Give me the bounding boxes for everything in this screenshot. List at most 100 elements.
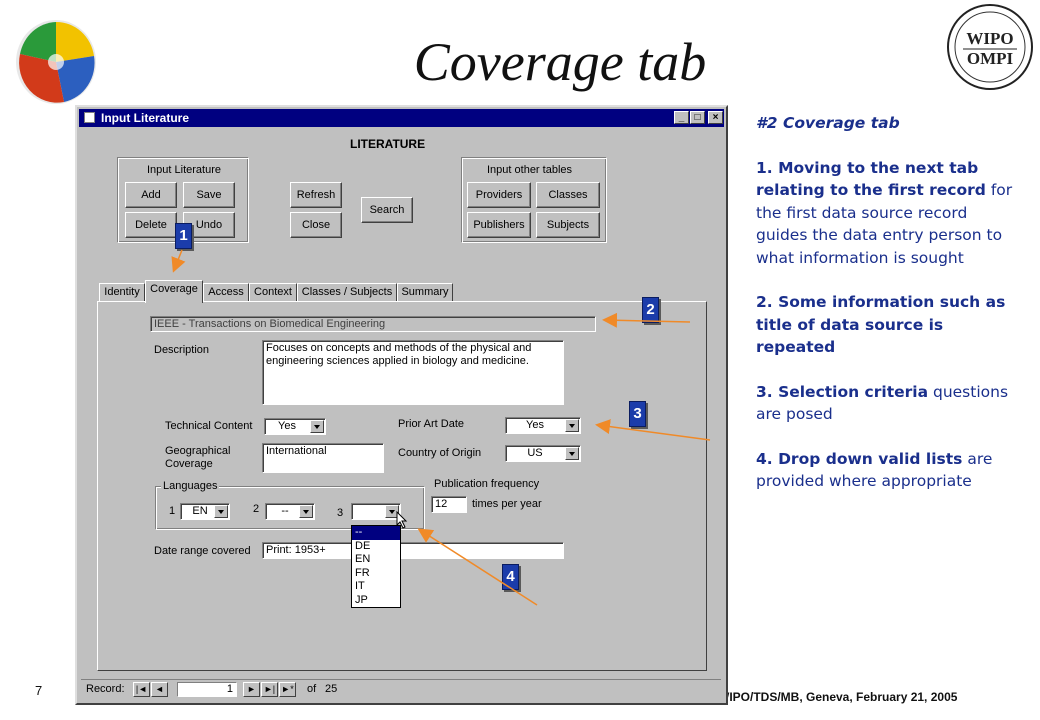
chevron-down-icon[interactable] xyxy=(565,419,579,432)
language-1-number: 1 xyxy=(169,505,176,517)
languages-label: Languages xyxy=(161,480,220,492)
geographical-label-line2: Coverage xyxy=(165,458,213,470)
geographical-label-line1: Geographical xyxy=(165,445,231,457)
geographical-coverage-field[interactable]: International xyxy=(262,443,384,473)
dropdown-option[interactable]: FR xyxy=(355,566,370,579)
input-literature-group-label: Input Literature xyxy=(145,164,223,176)
search-button[interactable]: Search xyxy=(361,197,413,223)
window-titlebar[interactable]: Input Literature _ □ × xyxy=(79,109,724,127)
notes-heading: #2 Coverage tab xyxy=(756,114,900,132)
close-button[interactable]: Close xyxy=(290,212,342,238)
current-record-field[interactable]: 1 xyxy=(177,682,237,697)
chevron-down-icon[interactable] xyxy=(565,447,579,460)
tab-classes-subjects[interactable]: Classes / Subjects xyxy=(297,283,397,302)
tab-coverage[interactable]: Coverage xyxy=(145,280,203,303)
add-button[interactable]: Add xyxy=(125,182,177,208)
note-1-text: for the first data source record guides … xyxy=(756,181,1013,267)
language-3-select[interactable] xyxy=(351,503,401,520)
tab-access[interactable]: Access xyxy=(203,283,249,302)
publication-frequency-label: Publication frequency xyxy=(434,478,540,490)
callout-3: 3 xyxy=(629,401,646,427)
technical-content-value: Yes xyxy=(278,420,296,432)
note-1-bold: 1. Moving to the next tab relating to th… xyxy=(756,158,986,200)
language-1-value: EN xyxy=(192,505,208,517)
new-record-button[interactable]: ►* xyxy=(279,682,296,697)
previous-record-button[interactable]: ◄ xyxy=(151,682,168,697)
maximize-button[interactable]: □ xyxy=(690,111,705,124)
prior-art-date-select[interactable]: Yes xyxy=(505,417,581,434)
mouse-cursor-icon xyxy=(396,511,408,529)
prior-art-date-label: Prior Art Date xyxy=(398,418,465,430)
input-other-tables-group xyxy=(461,157,607,243)
note-4-text: are provided where appropriate xyxy=(756,449,993,491)
note-4-bold: 4. Drop down valid lists xyxy=(756,449,963,468)
prior-art-date-value: Yes xyxy=(526,419,544,431)
last-record-button[interactable]: ►| xyxy=(261,682,278,697)
chevron-down-icon[interactable] xyxy=(214,505,228,518)
publication-frequency-field[interactable]: 12 xyxy=(431,496,467,513)
language-1-select[interactable]: EN xyxy=(180,503,230,520)
data-source-title-field[interactable]: IEEE - Transactions on Biomedical Engine… xyxy=(150,316,596,332)
delete-button[interactable]: Delete xyxy=(125,212,177,238)
language-2-select[interactable]: -- xyxy=(265,503,315,520)
form-title: LITERATURE xyxy=(350,137,426,151)
dropdown-option[interactable]: EN xyxy=(355,553,371,565)
technical-content-select[interactable]: Yes xyxy=(264,418,326,435)
colorful-globe-logo xyxy=(16,20,96,104)
country-of-origin-label: Country of Origin xyxy=(398,447,482,459)
publication-frequency-unit: times per year xyxy=(472,498,542,510)
technical-content-label: Technical Content xyxy=(165,420,253,432)
dropdown-option[interactable]: IT xyxy=(355,580,365,592)
language-2-value: -- xyxy=(281,505,289,517)
dropdown-option[interactable]: DE xyxy=(355,539,371,552)
chevron-down-icon[interactable] xyxy=(385,505,399,518)
languages-group xyxy=(155,486,425,530)
country-of-origin-select[interactable]: US xyxy=(505,445,581,462)
close-window-button[interactable]: × xyxy=(708,111,723,124)
save-button[interactable]: Save xyxy=(183,182,235,208)
description-field[interactable]: Focuses on concepts and methods of the p… xyxy=(262,340,564,405)
publishers-button[interactable]: Publishers xyxy=(467,212,531,238)
next-record-button[interactable]: ► xyxy=(243,682,260,697)
dropdown-option[interactable]: -- xyxy=(352,526,400,540)
undo-button[interactable]: Undo xyxy=(183,212,235,238)
callout-2: 2 xyxy=(642,297,659,323)
form-icon xyxy=(84,112,95,123)
classes-button[interactable]: Classes xyxy=(536,182,600,208)
language-3-number: 3 xyxy=(337,507,344,519)
record-navigation-bar: Record: |◄ ◄ 1 ► ►| ►* of 25 xyxy=(81,679,721,700)
chevron-down-icon[interactable] xyxy=(299,505,313,518)
tab-identity[interactable]: Identity xyxy=(99,283,145,302)
minimize-button[interactable]: _ xyxy=(674,111,689,124)
language-3-dropdown-list[interactable]: -- DE EN FR IT JP xyxy=(351,525,401,608)
slide-notes: #2 Coverage tab 1. Moving to the next ta… xyxy=(756,112,1016,515)
date-range-label: Date range covered xyxy=(154,545,251,557)
first-record-button[interactable]: |◄ xyxy=(133,682,150,697)
chevron-down-icon[interactable] xyxy=(310,420,324,433)
note-3-bold: 3. Selection criteria xyxy=(756,382,929,401)
svg-text:OMPI: OMPI xyxy=(967,49,1014,68)
language-2-number: 2 xyxy=(253,503,260,515)
dropdown-option[interactable]: JP xyxy=(355,593,368,606)
svg-text:WIPO: WIPO xyxy=(966,29,1013,48)
input-literature-window: Input Literature _ □ × LITERATURE Input … xyxy=(75,105,728,705)
date-range-field[interactable]: Print: 1953+ xyxy=(262,542,564,559)
country-of-origin-value: US xyxy=(527,447,543,459)
subjects-button[interactable]: Subjects xyxy=(536,212,600,238)
refresh-button[interactable]: Refresh xyxy=(290,182,342,208)
record-total: 25 xyxy=(325,683,338,695)
note-2-bold: 2. Some information such as title of dat… xyxy=(756,293,1006,356)
description-label: Description xyxy=(154,344,210,356)
tab-context[interactable]: Context xyxy=(249,283,297,302)
window-title: Input Literature xyxy=(101,111,190,125)
record-of-label: of xyxy=(307,683,317,695)
geographical-coverage-label: Geographical Coverage xyxy=(165,445,230,471)
note-3-text: questions are posed xyxy=(756,382,1009,424)
input-other-tables-label: Input other tables xyxy=(485,164,575,176)
slide-footer: WIPO/TDS/MB, Geneva, February 21, 2005 xyxy=(718,690,958,704)
record-label: Record: xyxy=(86,683,125,695)
page-number: 7 xyxy=(35,683,43,698)
providers-button[interactable]: Providers xyxy=(467,182,531,208)
tab-summary[interactable]: Summary xyxy=(397,283,453,302)
wipo-ompi-seal-logo: WIPO OMPI xyxy=(947,4,1033,90)
